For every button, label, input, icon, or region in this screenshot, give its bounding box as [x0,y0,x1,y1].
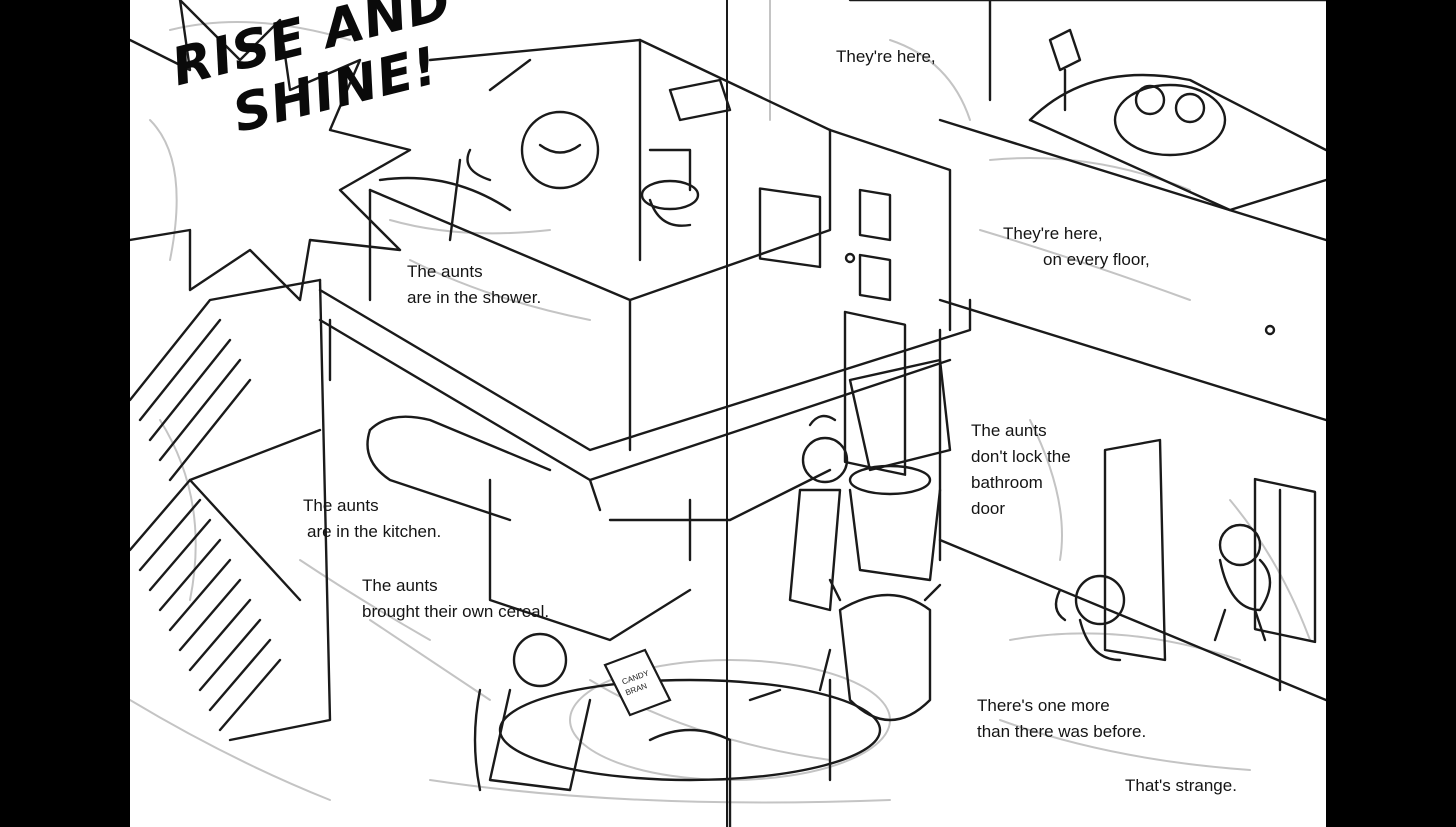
caption-line: are in the shower. [407,288,542,307]
caption-line: The aunts [362,576,438,595]
starburst [130,0,412,302]
caption-line: are in the kitchen. [307,522,442,541]
caption-line: bathroom [971,473,1043,492]
storyboard-spread: CANDY BRAN RISE AND SHINE! They're here,… [130,0,1326,827]
caption-line: They're here, [1003,224,1103,243]
caption-line: don't lock the [971,447,1071,466]
caption-cereal: The aunts brought their own cereal. [362,573,549,625]
caption-line: That's strange. [1125,776,1237,795]
caption-line: There's one more [977,696,1110,715]
caption-theyre-here: They're here, [836,44,936,70]
caption-line: The aunts [303,496,379,515]
caption-bathroom: The aunts don't lock the bathroom door [971,418,1071,522]
page-gutter [726,0,728,827]
caption-one-more: There's one more than there was before. [977,693,1146,745]
caption-line: door [971,499,1006,518]
caption-line: on every floor, [1043,250,1150,269]
caption-kitchen: The aunts are in the kitchen. [303,493,441,545]
caption-line: The aunts [407,262,483,281]
caption-line: They're here, [836,47,936,66]
ink-drawing [130,0,1326,827]
cereal-box: CANDY BRAN [603,648,672,717]
caption-line: brought their own cereal. [362,602,550,621]
caption-line: than there was before. [977,722,1147,741]
caption-strange: That's strange. [1125,773,1237,799]
caption-line: The aunts [971,421,1047,440]
caption-shower: The aunts are in the shower. [407,259,541,311]
caption-every-floor: They're here, on every floor, [1003,221,1150,273]
sketch-illustration: CANDY BRAN [130,0,1326,827]
